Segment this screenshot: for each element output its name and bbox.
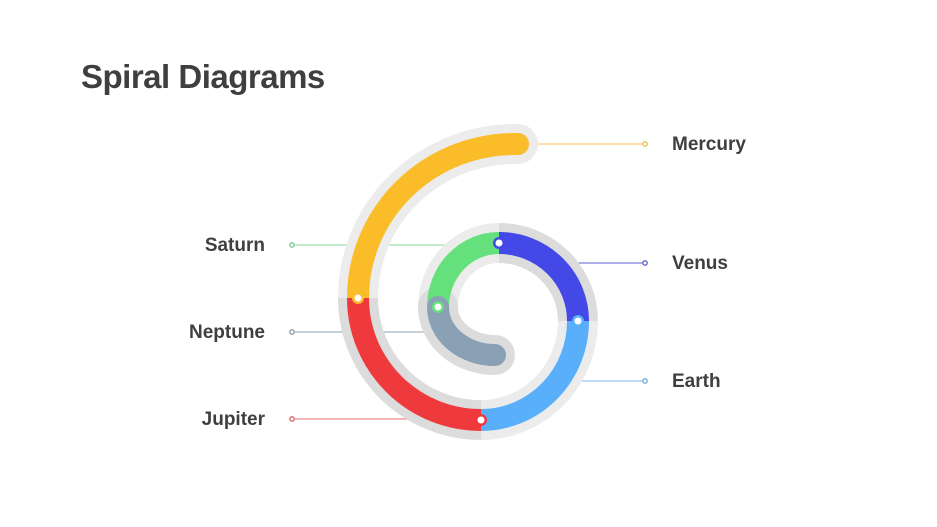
junction-dot-inner bbox=[477, 416, 485, 424]
label-saturn: Saturn bbox=[204, 235, 265, 256]
junction-dot-inner bbox=[354, 294, 362, 302]
junction-dot-inner bbox=[434, 303, 442, 311]
label-venus: Venus bbox=[672, 253, 728, 274]
neptune-connector-dot bbox=[289, 329, 295, 335]
neptune-segment bbox=[427, 296, 506, 366]
label-neptune: Neptune bbox=[189, 322, 265, 343]
venus-segment bbox=[498, 232, 589, 322]
jupiter-segment bbox=[347, 297, 482, 431]
earth-connector-dot bbox=[642, 378, 648, 384]
label-jupiter: Jupiter bbox=[201, 409, 265, 430]
junction-dot-inner bbox=[495, 239, 503, 247]
saturn-segment bbox=[427, 232, 500, 308]
venus-connector-dot bbox=[642, 260, 648, 266]
earth-segment bbox=[480, 320, 589, 431]
mercury-segment bbox=[347, 132, 529, 309]
page-title: Spiral Diagrams bbox=[81, 58, 325, 95]
label-mercury: Mercury bbox=[672, 134, 746, 155]
saturn-connector-dot bbox=[289, 242, 295, 248]
jupiter-connector-dot bbox=[289, 416, 295, 422]
label-earth: Earth bbox=[672, 371, 721, 392]
junction-dots bbox=[352, 237, 584, 426]
junction-dot-inner bbox=[574, 317, 582, 325]
mercury-connector-dot bbox=[642, 141, 648, 147]
